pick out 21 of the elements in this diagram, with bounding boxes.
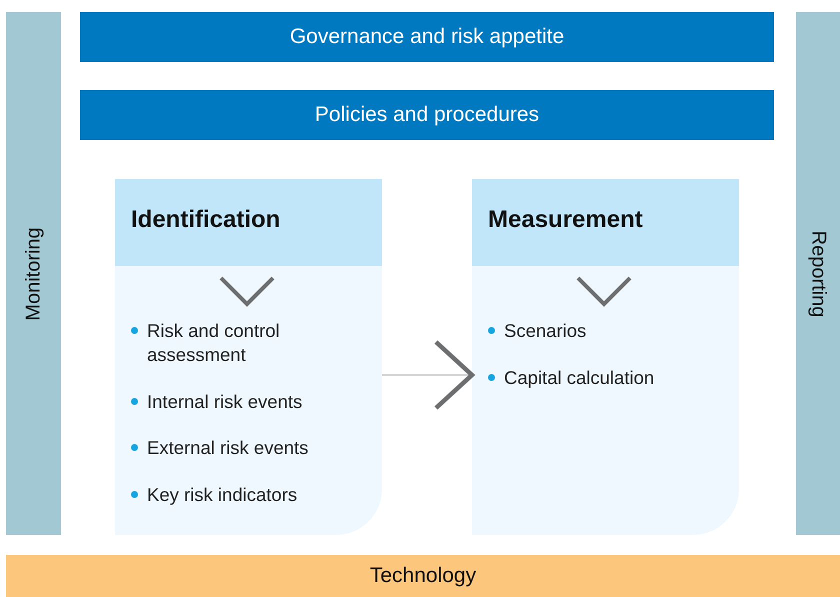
process-card (472, 179, 739, 535)
bullet-item: Scenarios (488, 319, 714, 343)
process-card (115, 179, 382, 535)
vertical-label: Reporting (806, 230, 830, 317)
card-title: Measurement (488, 206, 643, 234)
bar-label: Policies and procedures (314, 103, 540, 127)
banner-bar (80, 12, 774, 62)
bullet-item: Risk and control assessment (131, 319, 357, 367)
bullet-item: Internal risk events (131, 390, 357, 414)
side-bar (796, 12, 840, 535)
banner-bar (80, 90, 774, 140)
bar-label: Technology (370, 564, 476, 588)
base-bar (6, 555, 840, 597)
chevron-arrow (382, 340, 474, 410)
bullet-item: Capital calculation (488, 366, 714, 390)
side-bar (6, 12, 61, 535)
vertical-label: Monitoring (22, 226, 45, 320)
card-title: Identification (131, 206, 280, 234)
bar-label: Governance and risk appetite (290, 25, 564, 49)
bullet-item: External risk events (131, 436, 357, 460)
bullet-item: Key risk indicators (131, 483, 357, 507)
